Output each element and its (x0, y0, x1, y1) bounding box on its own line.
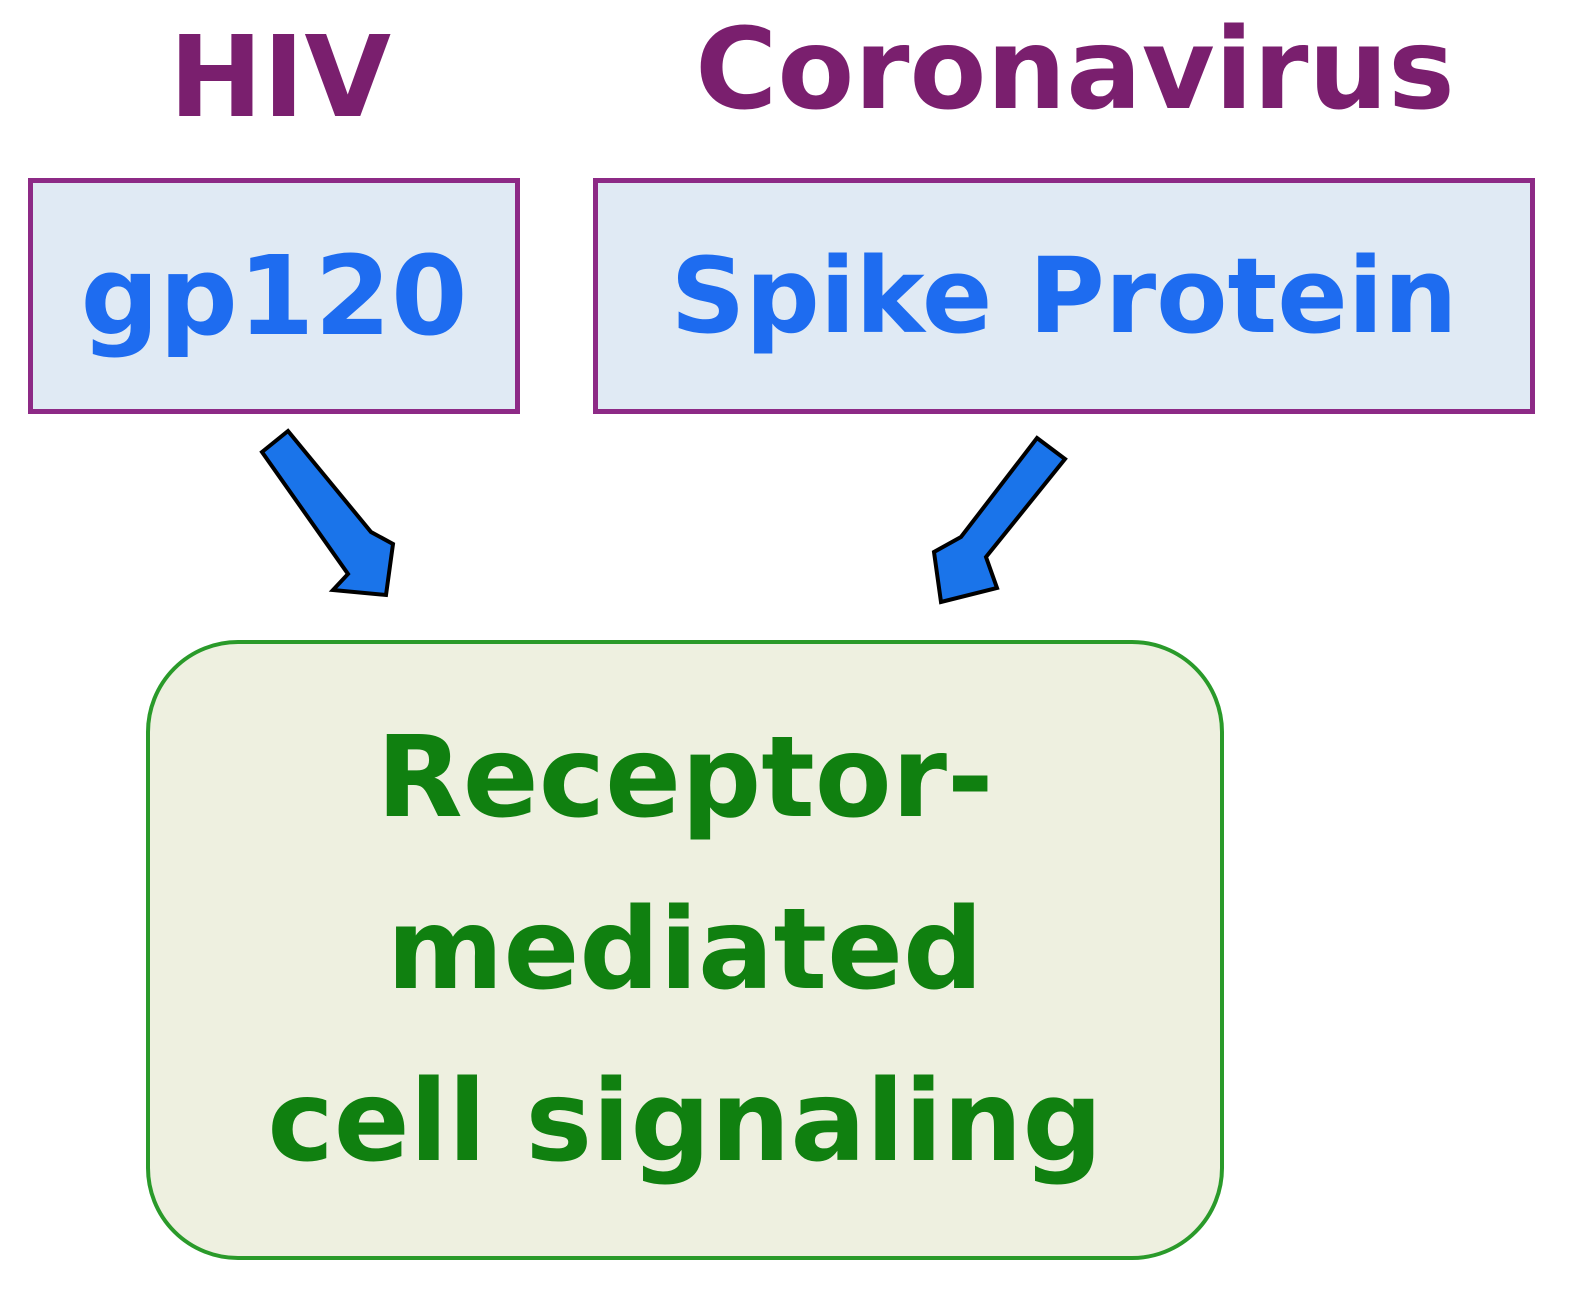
arrow-spike-to-signaling (931, 435, 1068, 605)
arrow-gp120-to-signaling (259, 428, 396, 598)
spike-protein-box: Spike Protein (593, 178, 1535, 414)
receptor-signaling-text: Receptor- mediated cell signaling (267, 692, 1102, 1208)
gp120-box: gp120 (28, 178, 520, 414)
signaling-line-3: cell signaling (267, 1057, 1103, 1187)
signaling-line-1: Receptor- (376, 713, 994, 843)
hiv-label: HIV (168, 13, 392, 143)
coronavirus-label: Coronavirus (695, 5, 1455, 135)
receptor-signaling-box: Receptor- mediated cell signaling (146, 640, 1224, 1260)
signaling-line-2: mediated (386, 885, 984, 1015)
gp120-label: gp120 (80, 232, 468, 360)
spike-protein-label: Spike Protein (670, 235, 1458, 357)
